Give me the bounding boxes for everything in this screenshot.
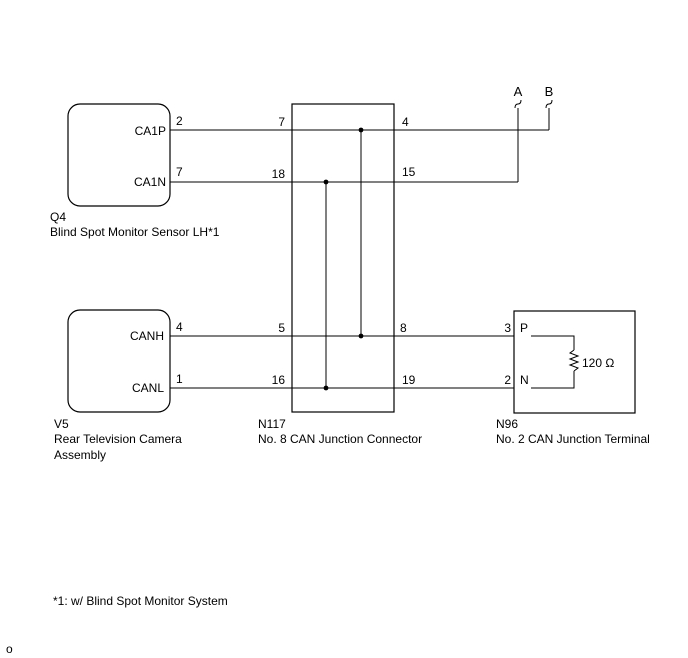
connector-a-hook [514,99,522,109]
n96-terminal-box [513,310,636,414]
connector-b-hook [545,99,553,109]
q4-code: Q4 [50,210,66,224]
v5-pin-1-number: 1 [176,372,183,386]
n117-name: No. 8 CAN Junction Connector [258,432,422,446]
n117-left-pin-5: 5 [278,321,285,335]
v5-code: V5 [54,417,69,431]
n96-resistor-top-lead [531,335,575,350]
n117-left-pin-7: 7 [278,115,285,129]
n96-pin-3-number: 3 [504,321,511,335]
v5-name-line2: Assembly [54,448,106,462]
n96-resistor-value: 120 Ω [582,356,614,370]
connector-a-label: A [514,84,523,99]
n96-pin-n-label: N [520,373,529,387]
q4-pin-2-number: 2 [176,114,183,128]
n117-right-pin-4: 4 [402,115,409,129]
q4-pin-ca1p-label: CA1P [135,124,166,138]
n117-right-pin-8: 8 [400,321,407,335]
n96-resistor-bottom-lead [531,371,575,389]
v5-pin-canl-label: CANL [132,381,164,395]
v5-pin-4-number: 4 [176,320,183,334]
corner-mark: o [6,642,13,656]
v5-name-line1: Rear Television Camera [54,432,182,446]
n117-connector-box [291,103,395,413]
n117-left-pin-16: 16 [272,373,286,387]
resistor-icon [568,349,580,372]
q4-pin-7-number: 7 [176,165,183,179]
v5-component-box [67,309,171,413]
q4-name: Blind Spot Monitor Sensor LH*1 [50,225,220,239]
n96-pin-p-label: P [520,321,528,335]
n117-right-pin-19: 19 [402,373,416,387]
n96-name: No. 2 CAN Junction Terminal [496,432,650,446]
footnote: *1: w/ Blind Spot Monitor System [53,594,228,608]
n117-right-pin-15: 15 [402,165,416,179]
v5-pin-canh-label: CANH [130,329,164,343]
n96-pin-2-number: 2 [504,373,511,387]
n117-code: N117 [258,417,286,431]
q4-pin-ca1n-label: CA1N [134,175,166,189]
connector-b-label: B [545,84,554,99]
q4-component-box [67,103,171,207]
n117-left-pin-18: 18 [272,167,286,181]
n96-code: N96 [496,417,518,431]
